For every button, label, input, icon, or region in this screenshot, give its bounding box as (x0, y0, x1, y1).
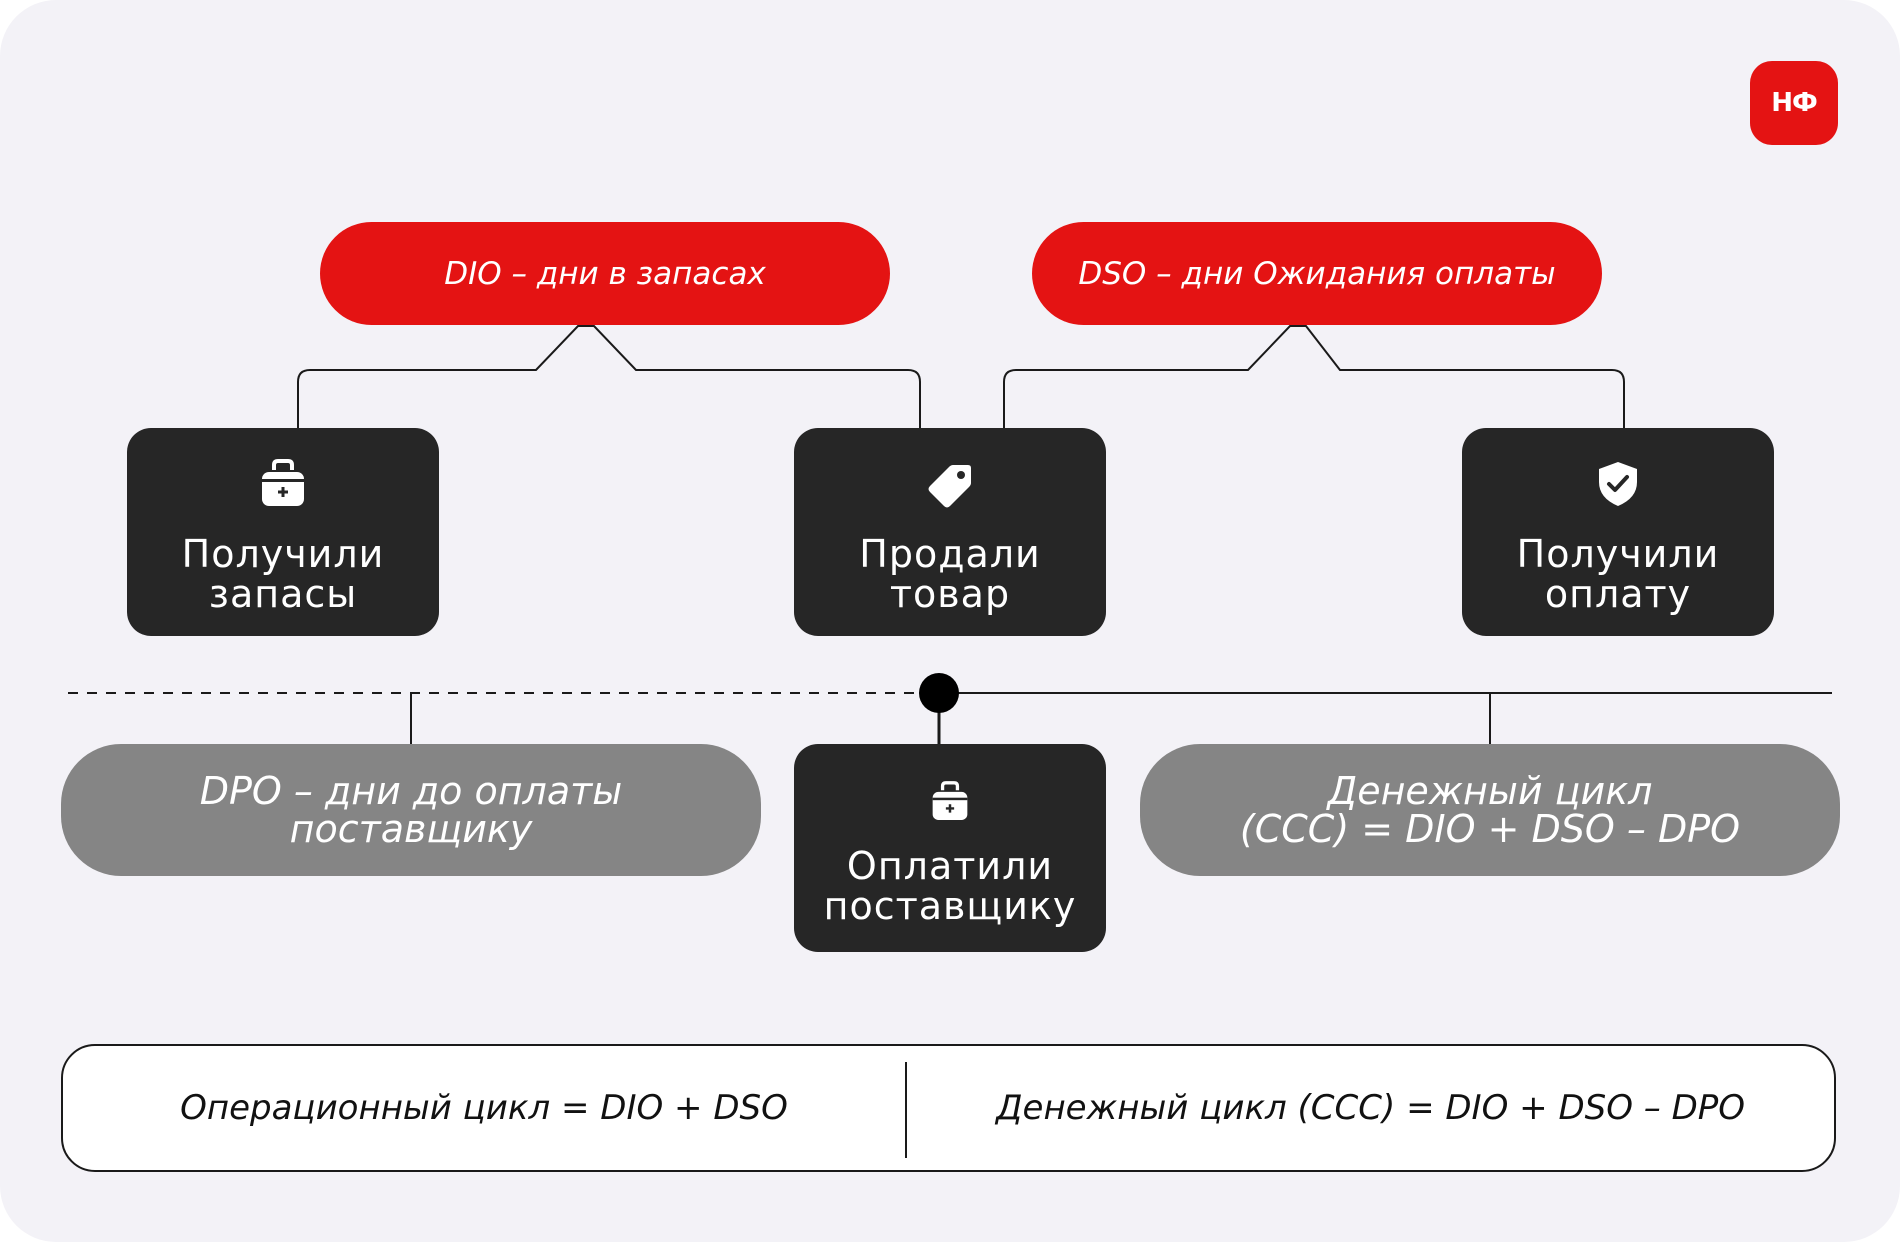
card-label-line: поставщику (823, 884, 1077, 928)
tag-icon (794, 462, 1106, 508)
dpo-pill: DPO – дни до оплаты поставщику (61, 744, 761, 876)
card-label-line: Получили (181, 532, 385, 576)
card-label-line: оплату (1544, 572, 1692, 616)
ccc-label-line: (CCC) = DIO + DSO – DPO (1239, 807, 1741, 851)
brand-logo: НФ (1750, 61, 1838, 145)
event-card-received-payment: Получили оплату (1462, 428, 1774, 636)
cash-cycle-formula: Денежный цикл (CCC) = DIO + DSO – DPO (995, 1088, 1746, 1128)
dio-label: DIO – дни в запасах (444, 255, 766, 292)
event-card-paid-supplier: Оплатили поставщику (794, 744, 1106, 952)
summary-divider (905, 1062, 907, 1158)
event-card-sold-goods: Продали товар (794, 428, 1106, 636)
card-label-line: Продали (859, 532, 1041, 576)
dso-pill: DSO – дни Ожидания оплаты (1032, 222, 1602, 325)
dio-bracket (297, 325, 921, 428)
ccc-label-line: Денежный цикл (1327, 769, 1653, 813)
card-label-line: запасы (208, 572, 358, 616)
card-label-line: Получили (1516, 532, 1720, 576)
dso-bracket (1003, 325, 1625, 428)
dio-pill: DIO – дни в запасах (320, 222, 890, 325)
event-card-received-stock: Получили запасы (127, 428, 439, 636)
dpo-label-line: поставщику (289, 807, 533, 851)
summary-box: Операционный цикл = DIO + DSO Денежный ц… (61, 1044, 1836, 1172)
dpo-label-line: DPO – дни до оплаты (199, 769, 623, 813)
medkit-icon (127, 458, 439, 508)
card-label-line: товар (889, 572, 1011, 616)
shield-check-icon (1462, 460, 1774, 508)
medkit-icon (794, 780, 1106, 822)
card-label-line: Оплатили (846, 844, 1054, 888)
operating-cycle-formula: Операционный цикл = DIO + DSO (180, 1088, 788, 1128)
timeline-marker (919, 673, 959, 713)
ccc-pill: Денежный цикл (CCC) = DIO + DSO – DPO (1140, 744, 1840, 876)
dso-label: DSO – дни Ожидания оплаты (1078, 255, 1556, 292)
